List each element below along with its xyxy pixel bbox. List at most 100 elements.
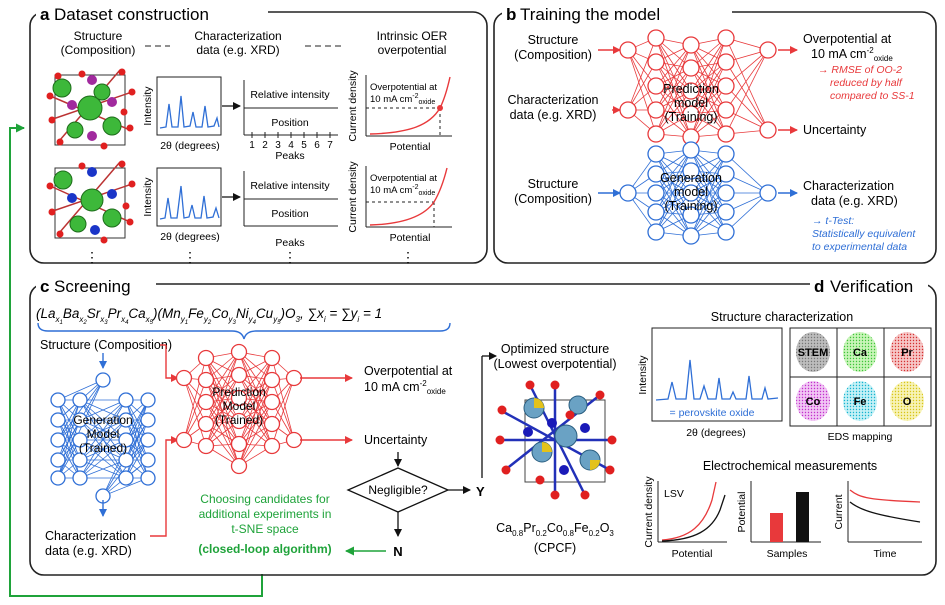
panel-b-letter: b	[506, 5, 516, 24]
a-oer1-label2: 10 mA cm-2oxide	[370, 93, 435, 106]
network-node	[263, 349, 281, 367]
network-edge	[271, 377, 295, 447]
c-green-1: Choosing candidates for	[200, 492, 329, 506]
network-edge	[79, 399, 127, 461]
network-node	[647, 203, 665, 221]
network-edge	[655, 149, 692, 194]
network-edge	[183, 379, 207, 441]
network-edge	[238, 374, 273, 425]
d-lsv-xlabel: Potential	[672, 548, 713, 560]
a-oer-plot-2: Current density Overpotential at 10 mA c…	[347, 161, 452, 244]
network-edge	[125, 419, 149, 479]
c-optimized-2: (Lowest overpotential)	[494, 357, 617, 371]
network-node	[717, 125, 735, 143]
network-node	[197, 393, 215, 411]
a-peak-ticks-1	[251, 132, 331, 138]
network-edge	[79, 399, 127, 441]
d-lsv-ylabel: Current density	[643, 476, 655, 548]
eds-label: STEM	[798, 347, 829, 359]
eds-label: Ca	[853, 347, 868, 359]
network-node	[140, 452, 156, 468]
d-bar-xlabel: Samples	[767, 548, 808, 560]
network-edge	[271, 379, 295, 441]
a-dots-2: ⋮	[183, 249, 197, 265]
network-node	[175, 369, 193, 387]
a-rel-intensity-2: Relative intensity	[250, 180, 330, 192]
c-cpcf-label: (CPCF)	[534, 541, 576, 555]
network-node	[717, 77, 735, 95]
network-node	[682, 206, 700, 224]
network-node	[140, 392, 156, 408]
network-node	[95, 372, 111, 388]
network-node	[50, 470, 66, 486]
network-edge	[690, 90, 727, 135]
c-negligible: Negligible?	[368, 483, 428, 497]
network-node	[682, 105, 700, 123]
network-edge	[690, 192, 727, 237]
network-edge	[690, 37, 727, 138]
c-green-3: t-SNE space	[231, 522, 299, 536]
a-oer2-label: Overpotential at	[370, 173, 437, 184]
network-node	[717, 101, 735, 119]
network-edge	[655, 173, 692, 216]
d-xrd-xlabel: 2θ (degrees)	[686, 427, 746, 439]
eds-label: O	[903, 396, 912, 408]
network-node	[118, 432, 134, 448]
d-bar-ylabel: Potential	[736, 492, 748, 533]
panel-a-letter: a	[40, 5, 50, 24]
eds-title: EDS mapping	[828, 431, 893, 443]
eds-pr	[890, 332, 924, 372]
network-node	[759, 184, 777, 202]
network-edge	[627, 61, 657, 111]
a-peak-num: 2	[262, 140, 268, 151]
panel-b-title: Training the model	[520, 5, 660, 24]
network-edge	[57, 379, 104, 401]
network-edge	[183, 377, 207, 425]
network-edge	[79, 419, 127, 461]
b-structure-2: (Composition)	[514, 48, 592, 62]
network-node	[717, 184, 735, 202]
network-edge	[125, 399, 149, 461]
b-rmse-note-1: → RMSE of OO-2	[818, 64, 902, 76]
network-node	[263, 415, 281, 433]
eds-co	[796, 381, 830, 421]
network-node	[717, 53, 735, 71]
c-overpotential-2: 10 mA cm-2oxide	[364, 379, 446, 396]
b-rmse-note-3: compared to SS-1	[830, 90, 915, 102]
a-peaks-label-2: Peaks	[275, 237, 304, 249]
network-node	[72, 470, 88, 486]
network-edge	[205, 357, 240, 399]
d-xrd-plot: Intensity = perovskite oxide 2θ (degrees…	[637, 327, 783, 439]
panel-c-letter: c	[40, 277, 49, 296]
network-node	[647, 77, 665, 95]
a-peak-num: 6	[314, 140, 320, 151]
network-edge	[205, 357, 240, 422]
panel-d-letter: d	[814, 277, 824, 296]
network-node	[263, 371, 281, 389]
network-edge	[690, 153, 727, 194]
network-node	[230, 366, 248, 384]
network-edge	[205, 351, 240, 403]
network-edge	[655, 153, 692, 216]
network-edge	[690, 192, 727, 233]
a-xrd-plot-2: Intensity 2θ (degrees)	[142, 167, 222, 243]
network-node	[717, 203, 735, 221]
network-node	[230, 412, 248, 430]
c-gen-label-3: (Trained)	[79, 441, 127, 455]
a-xrd2-ylabel: Intensity	[142, 177, 154, 217]
panel-a-title: Dataset construction	[54, 5, 209, 24]
network-node	[72, 452, 88, 468]
network-node	[717, 223, 735, 241]
network-node	[647, 125, 665, 143]
network-node	[118, 412, 134, 428]
d-xrd-ylabel: Intensity	[637, 355, 649, 395]
network-edge	[655, 192, 692, 233]
c-optimized-1: Optimized structure	[501, 342, 609, 356]
c-pred-label-1: Prediction	[212, 385, 265, 399]
network-edge	[57, 419, 81, 479]
a-position-1: Position	[271, 117, 309, 129]
network-node	[140, 470, 156, 486]
network-edge	[238, 357, 273, 399]
b-out-overpotential-1: Overpotential at	[803, 32, 892, 46]
network-edge	[690, 153, 727, 216]
